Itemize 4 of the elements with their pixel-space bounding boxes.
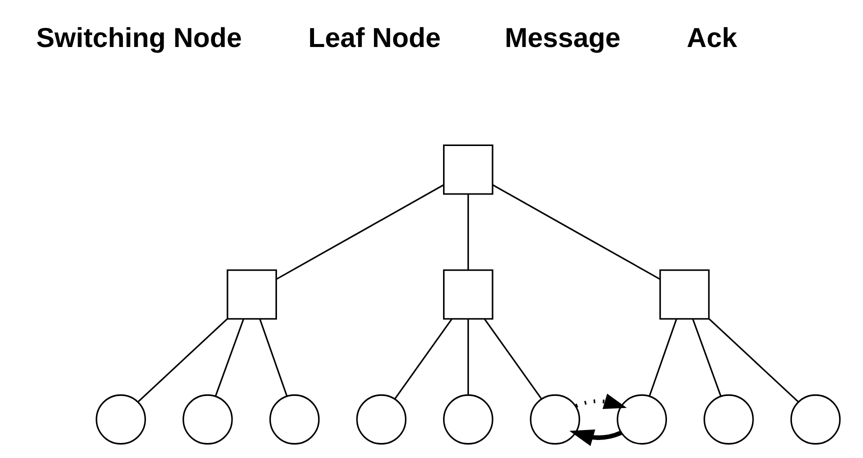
- legend-label: Ack: [686, 22, 737, 53]
- legend-label: Switching Node: [36, 22, 242, 53]
- legend-label: Leaf Node: [308, 22, 440, 53]
- legend-label: Message: [504, 22, 620, 53]
